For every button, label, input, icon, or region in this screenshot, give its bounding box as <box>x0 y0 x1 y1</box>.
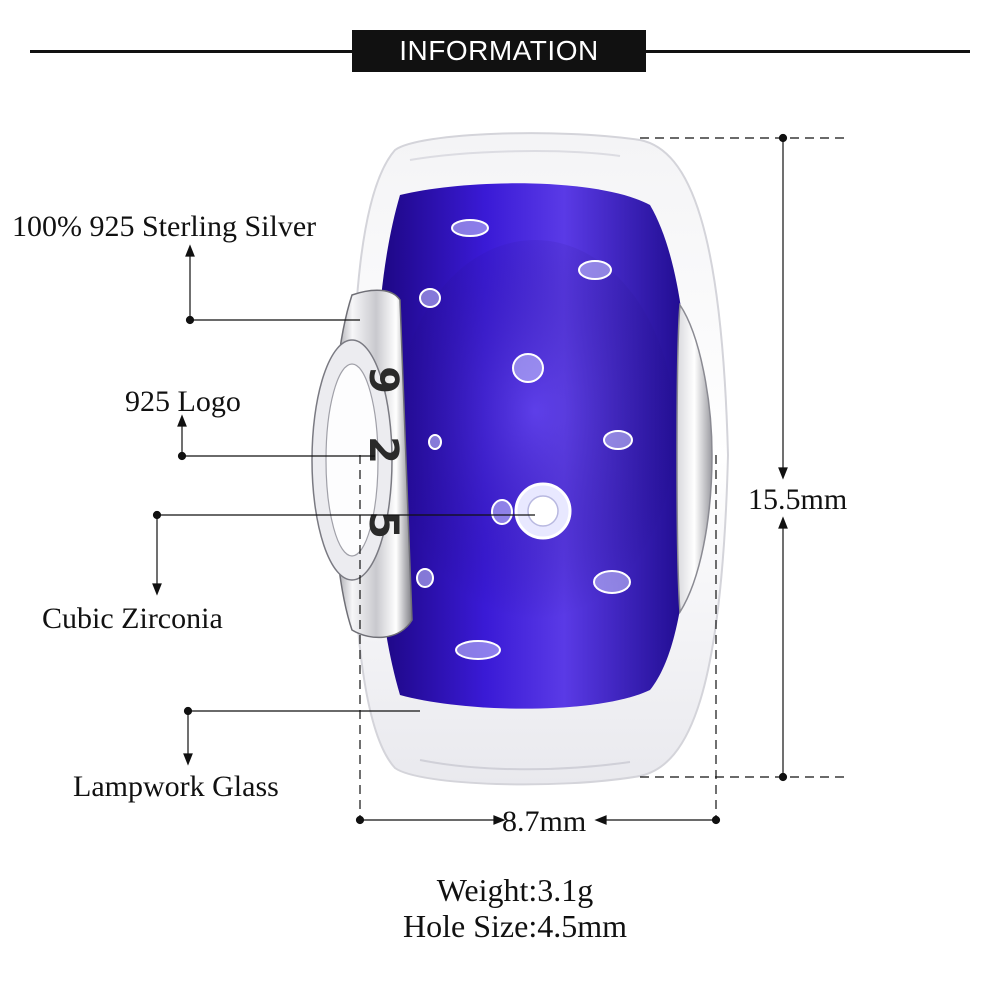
width-dimension <box>355 455 721 830</box>
header-title: INFORMATION <box>352 30 646 72</box>
svg-text:9: 9 <box>360 366 406 394</box>
svg-text:5: 5 <box>360 511 406 539</box>
label-lampwork-glass: Lampwork Glass <box>73 770 279 803</box>
blue-glass-core <box>375 183 690 709</box>
height-value: 15.5mm <box>748 483 848 516</box>
annotation-lines <box>152 244 535 766</box>
label-material: 100% 925 Sterling Silver <box>12 210 317 243</box>
label-925-logo: 925 Logo <box>125 385 241 418</box>
header-rule-left <box>30 50 352 53</box>
label-cubic-zirconia: Cubic Zirconia <box>42 602 223 635</box>
bubbles <box>416 219 633 660</box>
weight-spec: Weight:3.1g <box>436 872 594 908</box>
width-value: 8.7mm <box>502 805 587 838</box>
cubic-zirconia-stone <box>514 482 572 540</box>
header-rule-right <box>646 50 970 53</box>
svg-text:2: 2 <box>360 436 406 464</box>
hole-size-spec: Hole Size:4.5mm <box>403 908 627 944</box>
silver-core-right <box>676 302 713 615</box>
silver-core-left <box>311 289 413 639</box>
height-dimension <box>640 133 845 782</box>
925-engraving: 9 2 5 <box>360 366 406 539</box>
